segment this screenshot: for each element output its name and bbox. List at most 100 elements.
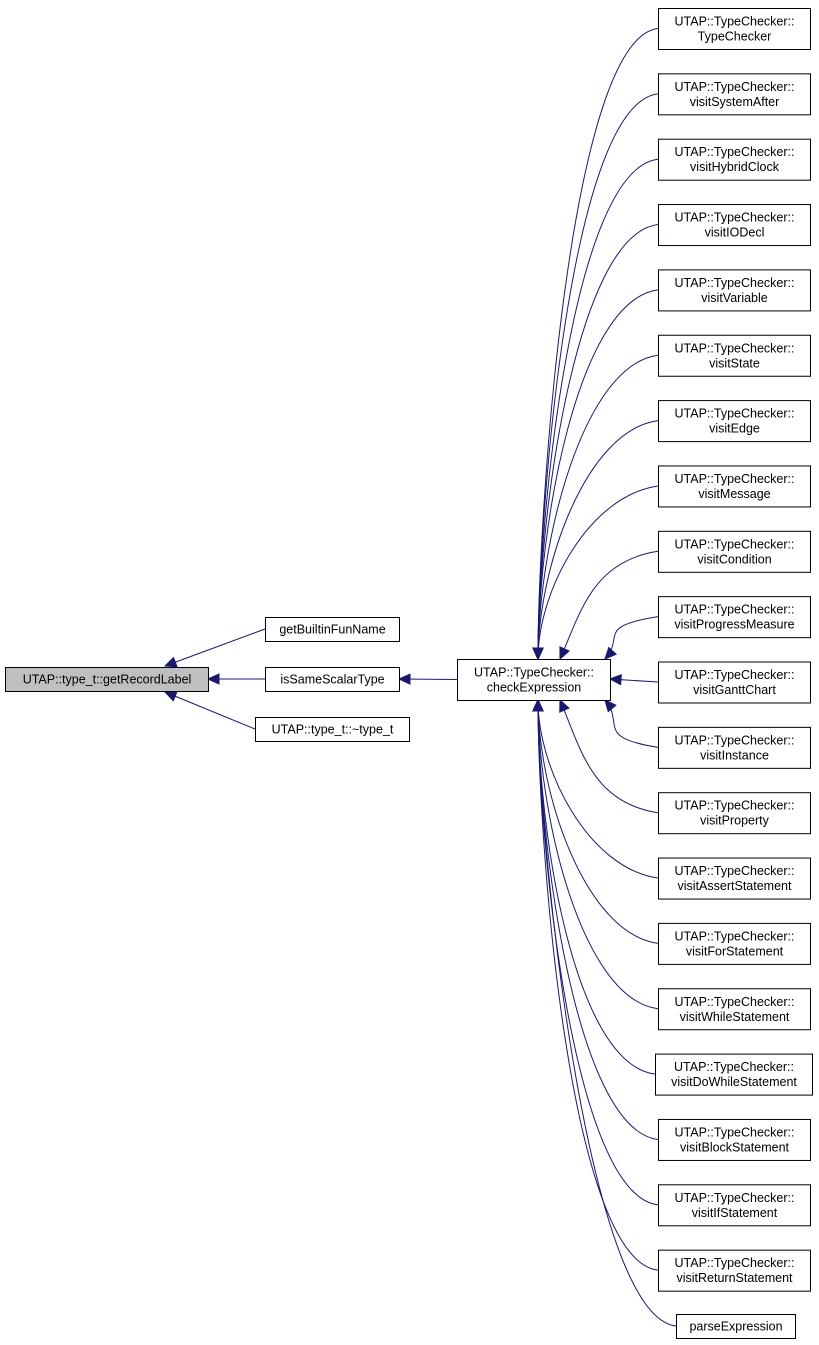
node-label-line: visitState <box>709 356 760 370</box>
node-typechecker-visitsystemafter[interactable]: UTAP::TypeChecker::visitSystemAfter <box>658 73 811 116</box>
node-label-line: UTAP::TypeChecker:: <box>675 407 795 421</box>
edge-r17-to-n4 <box>532 698 659 1140</box>
node-typechecker-visitdowhilestatement[interactable]: UTAP::TypeChecker::visitDoWhileStatement <box>655 1053 813 1096</box>
edge-line <box>537 289 659 660</box>
nodes-layer: UTAP::type_t::getRecordLabel getBuiltinFu… <box>5 8 813 1339</box>
node-typechecker-visitinstance[interactable]: UTAP::TypeChecker::visitInstance <box>658 726 811 769</box>
node-type-t-dtor-type-t[interactable]: UTAP::type_t::~type_t <box>255 717 410 742</box>
edge-n1-to-n0 <box>163 628 266 668</box>
node-typechecker-visitganttchart[interactable]: UTAP::TypeChecker::visitGanttChart <box>658 661 811 704</box>
node-getbuiltinfunname[interactable]: getBuiltinFunName <box>265 617 400 642</box>
node-typechecker-visitwhilestatement[interactable]: UTAP::TypeChecker::visitWhileStatement <box>658 988 811 1031</box>
node-typechecker-visitedge[interactable]: UTAP::TypeChecker::visitEdge <box>658 400 811 443</box>
node-type-t-getrecordlabel[interactable]: UTAP::type_t::getRecordLabel <box>5 667 209 692</box>
node-typechecker-visitcondition[interactable]: UTAP::TypeChecker::visitCondition <box>658 530 811 573</box>
edge-line <box>164 691 256 730</box>
edge-n3-to-n0 <box>163 691 256 730</box>
edge-r12-to-n4 <box>559 698 659 814</box>
node-box <box>265 617 400 642</box>
node-typechecker-visitforstatement[interactable]: UTAP::TypeChecker::visitForStatement <box>658 922 811 965</box>
node-parseexpression[interactable]: parseExpression <box>676 1314 796 1339</box>
node-label-line: visitGanttChart <box>693 683 776 697</box>
node-box <box>658 596 811 639</box>
node-box <box>658 400 811 443</box>
node-typechecker-visithybridclock[interactable]: UTAP::TypeChecker::visitHybridClock <box>658 138 811 181</box>
edge-arrowhead <box>604 699 617 713</box>
node-label-line: visitIfStatement <box>692 1206 778 1220</box>
node-box <box>658 922 811 965</box>
edge-line <box>537 699 659 1140</box>
node-typechecker-visitifstatement[interactable]: UTAP::TypeChecker::visitIfStatement <box>658 1184 811 1227</box>
node-typechecker-visitstate[interactable]: UTAP::TypeChecker::visitState <box>658 334 811 377</box>
node-label-line: UTAP::TypeChecker:: <box>675 733 795 747</box>
node-typechecker-visitassertstatement[interactable]: UTAP::TypeChecker::visitAssertStatement <box>658 857 811 900</box>
edge-line <box>537 28 659 660</box>
node-label-line: visitVariable <box>701 291 768 305</box>
node-label-line: visitSystemAfter <box>690 95 780 109</box>
edge-r4-to-n4 <box>532 289 659 661</box>
edge-line <box>537 224 659 660</box>
node-label-line: getBuiltinFunName <box>279 623 385 637</box>
node-box <box>658 857 811 900</box>
node-label-line: UTAP::TypeChecker:: <box>675 603 795 617</box>
node-label-line: UTAP::TypeChecker:: <box>675 211 795 225</box>
node-label-line: UTAP::TypeChecker:: <box>675 1256 795 1270</box>
edge-line <box>537 699 659 1271</box>
edge-line <box>164 628 266 667</box>
edge-line <box>559 550 659 660</box>
node-box <box>658 1249 811 1292</box>
node-label-line: UTAP::type_t::~type_t <box>272 723 394 737</box>
node-label-line: visitWhileStatement <box>680 1010 790 1024</box>
node-box <box>658 1118 811 1161</box>
node-box <box>658 465 811 508</box>
node-typechecker-visitproperty[interactable]: UTAP::TypeChecker::visitProperty <box>658 792 811 835</box>
edge-arrowhead <box>559 698 570 713</box>
node-label-line: visitEdge <box>709 422 760 436</box>
node-label-line: visitHybridClock <box>690 160 780 174</box>
edge-line <box>537 699 656 1075</box>
node-issamescalartype[interactable]: isSameScalarType <box>265 667 400 692</box>
node-box <box>658 988 811 1031</box>
node-label-line: visitMessage <box>698 487 770 501</box>
node-typechecker-checkexpression[interactable]: UTAP::TypeChecker::checkExpression <box>457 659 611 701</box>
edge-line <box>537 93 659 660</box>
node-typechecker-visitmessage[interactable]: UTAP::TypeChecker::visitMessage <box>658 465 811 508</box>
node-box <box>255 717 410 742</box>
node-label-line: UTAP::TypeChecker:: <box>675 341 795 355</box>
node-typechecker-typechecker[interactable]: UTAP::TypeChecker::TypeChecker <box>658 8 811 50</box>
edge-arrowhead <box>608 673 622 686</box>
edge-r3-to-n4 <box>532 224 659 661</box>
edge-arrowhead <box>604 646 618 660</box>
node-typechecker-visitvariable[interactable]: UTAP::TypeChecker::visitVariable <box>658 269 811 312</box>
node-label-line: UTAP::TypeChecker:: <box>675 668 795 682</box>
edge-r16-to-n4 <box>532 698 656 1075</box>
node-label-line: UTAP::TypeChecker:: <box>675 80 795 94</box>
edge-r15-to-n4 <box>532 698 659 1010</box>
edge-r7-to-n4 <box>532 485 659 661</box>
edge-line <box>537 354 659 660</box>
node-label-line: UTAP::TypeChecker:: <box>675 1191 795 1205</box>
node-label-line: parseExpression <box>689 1320 782 1334</box>
node-box <box>658 1184 811 1227</box>
edge-line <box>537 699 659 1010</box>
edge-r13-to-n4 <box>532 698 659 879</box>
node-typechecker-visitprogressmeasure[interactable]: UTAP::TypeChecker::visitProgressMeasure <box>658 596 811 639</box>
edge-arrowhead <box>532 647 544 661</box>
node-box <box>658 138 811 181</box>
node-typechecker-visitblockstatement[interactable]: UTAP::TypeChecker::visitBlockStatement <box>658 1118 811 1161</box>
node-typechecker-visitreturnstatement[interactable]: UTAP::TypeChecker::visitReturnStatement <box>658 1249 811 1292</box>
edge-line <box>559 699 659 814</box>
node-typechecker-visitiodecl[interactable]: UTAP::TypeChecker::visitIODecl <box>658 204 811 247</box>
node-label-line: visitInstance <box>700 748 769 762</box>
edge-line <box>537 699 677 1327</box>
node-label-line: visitReturnStatement <box>676 1271 793 1285</box>
node-label-line: UTAP::TypeChecker:: <box>675 15 795 29</box>
edge-line <box>537 485 659 660</box>
node-label-line: UTAP::TypeChecker:: <box>674 1060 794 1074</box>
edge-arrowhead <box>397 673 411 685</box>
edge-arrowhead <box>163 691 178 702</box>
node-box <box>658 792 811 835</box>
node-label-line: visitAssertStatement <box>678 879 792 893</box>
node-box <box>658 334 811 377</box>
